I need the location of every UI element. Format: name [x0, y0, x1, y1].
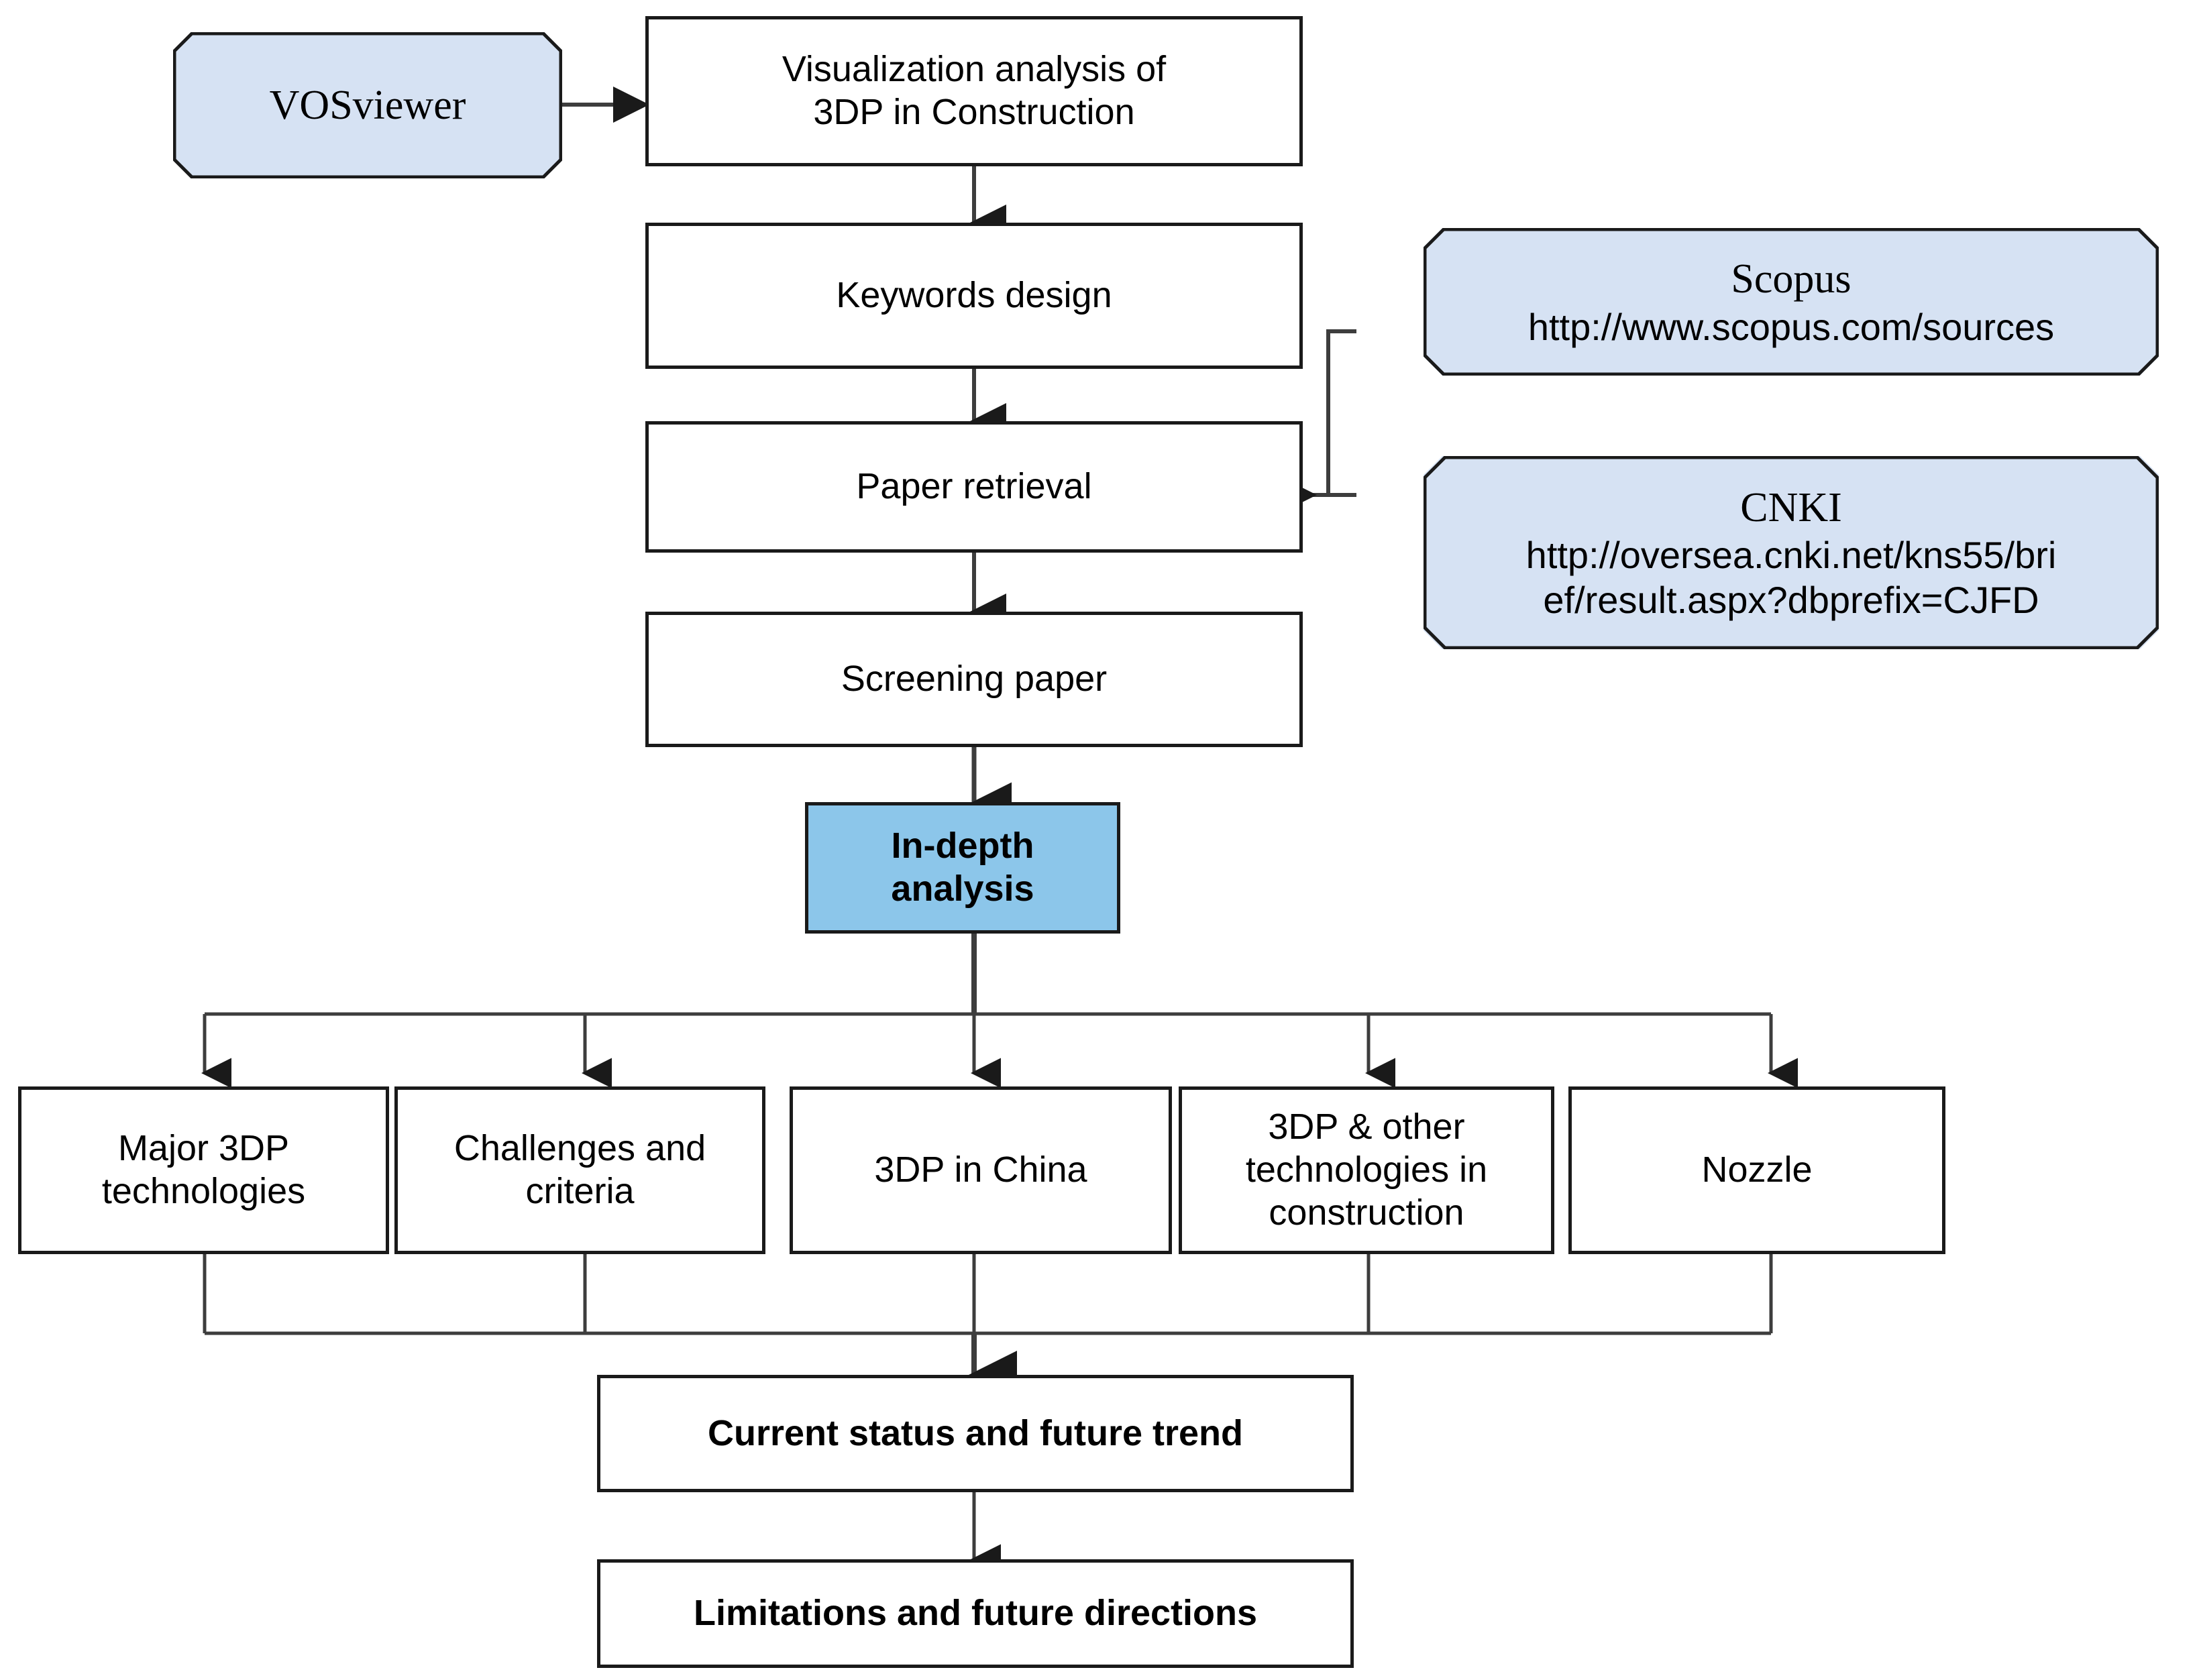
cnki-url-line-1: http://oversea.cnki.net/kns55/bri — [1525, 534, 2057, 576]
vosviewer-label: VOSviewer — [269, 82, 466, 128]
branch-4-line-1: 3DP & other — [1268, 1107, 1465, 1147]
node-visualization-analysis[interactable]: Visualization analysis of 3DP in Constru… — [645, 16, 1303, 166]
branch-4-line-3: construction — [1269, 1192, 1464, 1233]
branch-4-line-2: technologies in — [1245, 1150, 1488, 1190]
node-branch-3dp-and-other-technologies[interactable]: 3DP & other technologies in construction — [1179, 1086, 1554, 1254]
visualization-analysis-line-1: Visualization analysis of — [782, 49, 1167, 90]
branch-4-lines: 3DP & other technologies in construction — [1246, 1106, 1487, 1234]
node-scopus[interactable]: Scopus http://www.scopus.com/sources — [1424, 228, 2159, 376]
node-branch-major-3dp-technologies[interactable]: Major 3DP technologies — [18, 1086, 389, 1254]
node-in-depth-analysis[interactable]: In-depth analysis — [805, 802, 1120, 934]
node-branch-3dp-in-china[interactable]: 3DP in China — [790, 1086, 1172, 1254]
in-depth-analysis-line-2: analysis — [891, 869, 1034, 909]
node-branch-challenges-and-criteria[interactable]: Challenges and criteria — [394, 1086, 765, 1254]
in-depth-analysis-lines: In-depth analysis — [891, 825, 1034, 910]
branch-3-line-1: 3DP in China — [874, 1150, 1087, 1190]
node-cnki[interactable]: CNKI http://oversea.cnki.net/kns55/bri e… — [1424, 456, 2159, 649]
screening-paper-label: Screening paper — [841, 659, 1108, 699]
edge-sources-bus — [1326, 329, 1356, 497]
node-limitations-and-future-directions[interactable]: Limitations and future directions — [597, 1559, 1354, 1668]
current-status-label: Current status and future trend — [707, 1412, 1244, 1453]
branch-3-lines: 3DP in China — [874, 1149, 1087, 1192]
cnki-url-line-2: ef/result.aspx?dbprefix=CJFD — [1543, 579, 2039, 622]
branch-5-lines: Nozzle — [1701, 1149, 1812, 1192]
node-keywords-design[interactable]: Keywords design — [645, 223, 1303, 369]
in-depth-analysis-line-1: In-depth — [891, 826, 1034, 866]
scopus-url: http://www.scopus.com/sources — [1527, 305, 2055, 348]
scopus-name: Scopus — [1731, 256, 1852, 302]
scopus-label-wrap: Scopus http://www.scopus.com/sources — [1424, 228, 2159, 376]
node-branch-nozzle[interactable]: Nozzle — [1568, 1086, 1945, 1254]
node-paper-retrieval[interactable]: Paper retrieval — [645, 421, 1303, 553]
node-screening-paper[interactable]: Screening paper — [645, 612, 1303, 747]
cnki-label-wrap: CNKI http://oversea.cnki.net/kns55/bri e… — [1424, 456, 2159, 649]
limitations-label: Limitations and future directions — [693, 1593, 1258, 1634]
visualization-analysis-line-2: 3DP in Construction — [813, 92, 1135, 132]
node-current-status-and-future-trend[interactable]: Current status and future trend — [597, 1375, 1354, 1492]
paper-retrieval-label: Paper retrieval — [856, 466, 1092, 507]
cnki-name: CNKI — [1740, 484, 1842, 530]
branch-5-line-1: Nozzle — [1701, 1150, 1813, 1190]
branch-1-lines: Major 3DP technologies — [102, 1127, 305, 1213]
branch-1-line-2: technologies — [101, 1171, 306, 1211]
visualization-analysis-lines: Visualization analysis of 3DP in Constru… — [782, 48, 1166, 133]
branch-2-line-2: criteria — [525, 1171, 635, 1211]
branch-1-line-1: Major 3DP — [117, 1128, 290, 1169]
keywords-design-label: Keywords design — [836, 275, 1112, 316]
branch-2-lines: Challenges and criteria — [454, 1127, 706, 1213]
node-vosviewer[interactable]: VOSviewer — [173, 32, 562, 178]
vosviewer-label-wrap: VOSviewer — [173, 32, 562, 178]
branch-2-line-1: Challenges and — [453, 1128, 706, 1169]
